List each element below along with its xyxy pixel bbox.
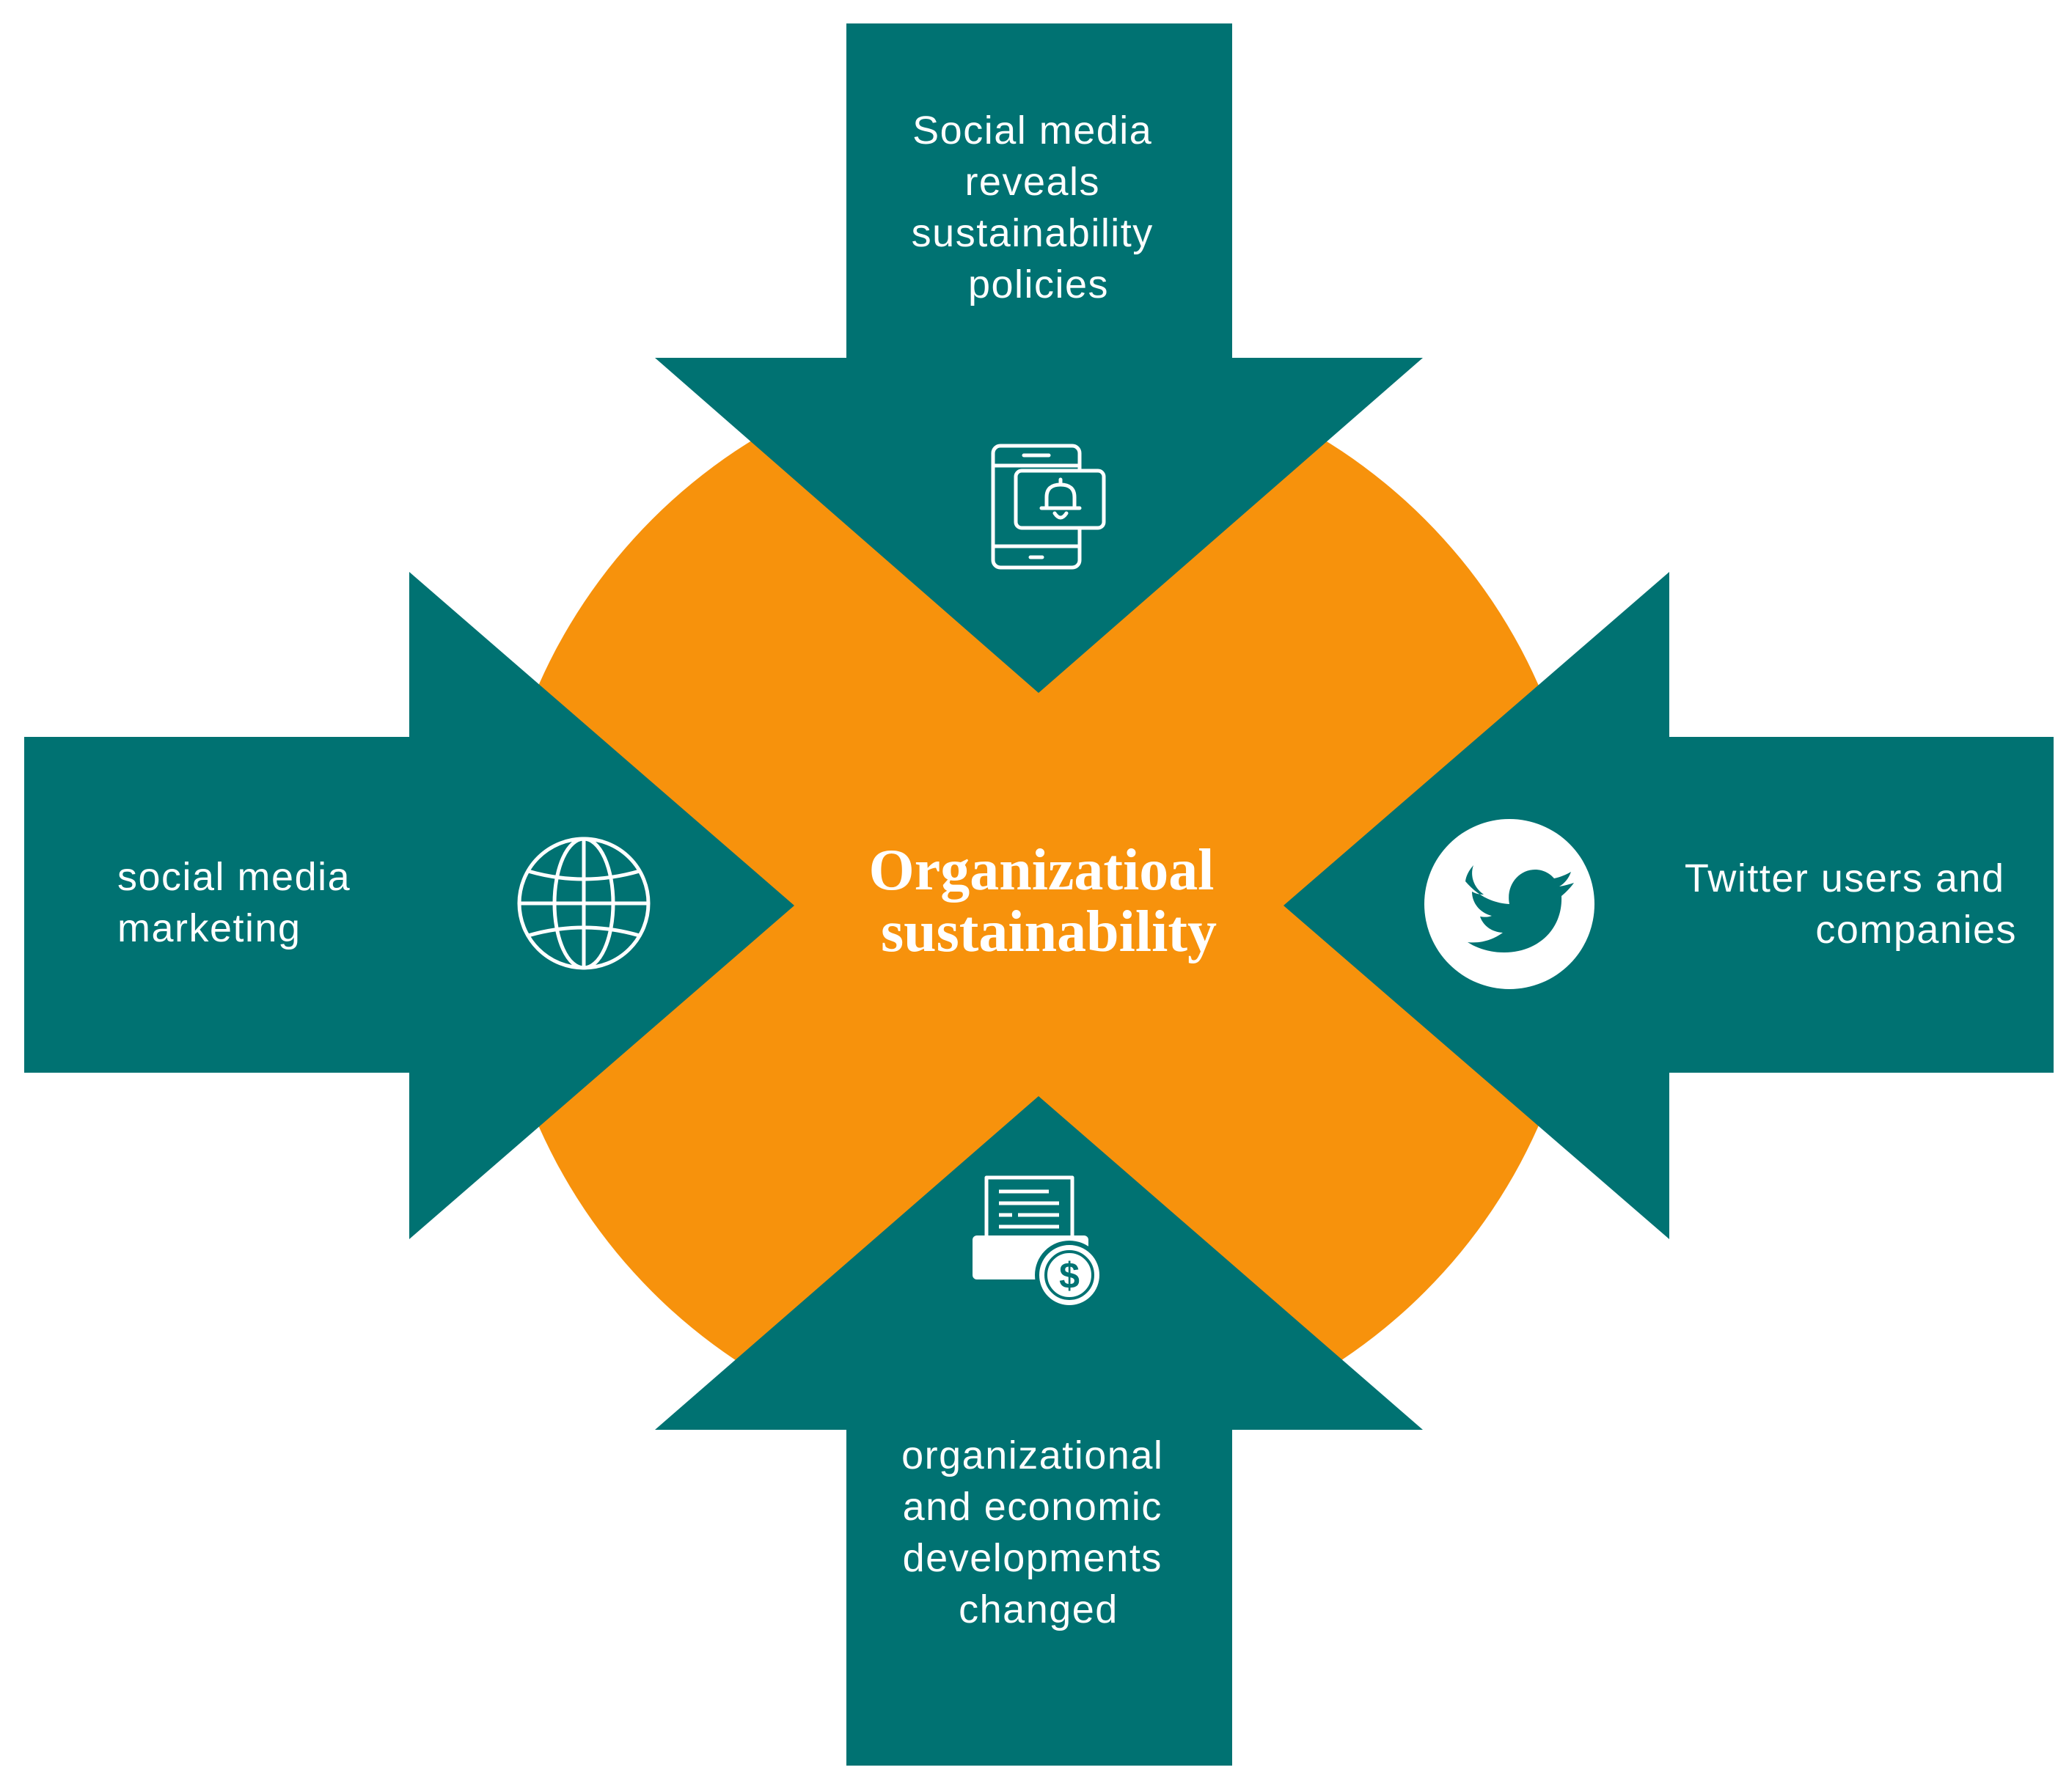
dollar-sign-glyph: $ bbox=[1059, 1255, 1080, 1296]
arrow-left-label-line: social media bbox=[117, 855, 351, 899]
arrow-right-label-line: companies bbox=[1815, 908, 2017, 952]
arrow-top-label-line: policies bbox=[968, 262, 1109, 306]
center-title-line1: Organizatioal bbox=[868, 838, 1214, 903]
arrow-top-label-line: reveals bbox=[964, 160, 1100, 204]
arrow-top bbox=[655, 23, 1423, 693]
arrow-bottom-label: organizational and economic developments… bbox=[901, 1433, 1176, 1631]
arrow-bottom-label-line: and economic bbox=[903, 1485, 1162, 1529]
arrow-top-label: Social media reveals sustainability poli… bbox=[912, 109, 1166, 306]
arrow-bottom-label-line: organizational bbox=[901, 1433, 1163, 1477]
arrow-top-label-line: Social media bbox=[912, 109, 1152, 153]
arrow-right-label: Twitter users and companies bbox=[1685, 856, 2017, 952]
arrow-left-label: social media marketing bbox=[117, 855, 363, 950]
arrow-top-label-line: sustainability bbox=[912, 211, 1154, 255]
arrow-left-label-line: marketing bbox=[117, 906, 301, 950]
arrow-bottom-label-line: changed bbox=[959, 1587, 1118, 1631]
document-dollar-icon: $ bbox=[973, 1175, 1104, 1310]
arrow-right bbox=[1283, 572, 2054, 1239]
twitter-bird-icon bbox=[1424, 819, 1594, 989]
center-circle bbox=[492, 359, 1585, 1452]
phone-notification-bell-icon bbox=[991, 444, 1106, 570]
arrow-bottom bbox=[655, 1096, 1423, 1766]
arrow-bottom-label-line: developments bbox=[903, 1536, 1162, 1580]
globe-icon bbox=[517, 837, 651, 970]
arrow-right-label-line: Twitter users and bbox=[1685, 856, 2005, 900]
center-title: Organizatioal sustainability bbox=[868, 838, 1228, 964]
center-title-line2: sustainability bbox=[881, 900, 1217, 964]
arrow-left bbox=[24, 572, 794, 1239]
